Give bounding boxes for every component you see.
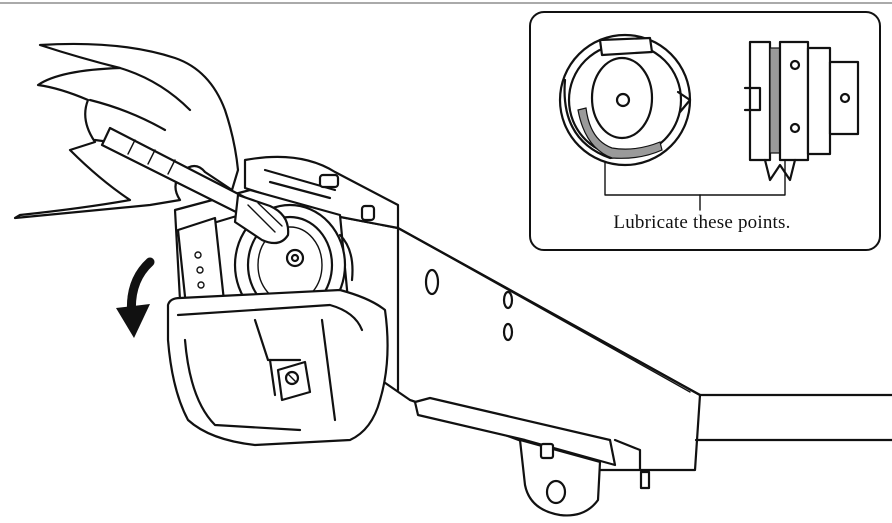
lube-point-side (769, 47, 781, 154)
machine-arm (328, 213, 892, 472)
hinged-cover (166, 288, 389, 447)
leader-lines (604, 159, 786, 211)
arm-hole-2 (502, 290, 514, 310)
brush-icon (100, 126, 290, 245)
hook-side-view (743, 40, 860, 182)
arm-hole-1 (424, 268, 440, 296)
arm-hole-3 (502, 322, 514, 342)
mount-bracket (413, 396, 651, 517)
hook-front-view (558, 33, 692, 167)
callout-caption: Lubricate these points. (613, 212, 791, 233)
callout-box (529, 11, 881, 251)
bracket-hole (545, 479, 567, 505)
screw-icon (284, 370, 300, 386)
lube-point-front (577, 107, 663, 159)
curved-arrow-down-icon (116, 257, 155, 338)
